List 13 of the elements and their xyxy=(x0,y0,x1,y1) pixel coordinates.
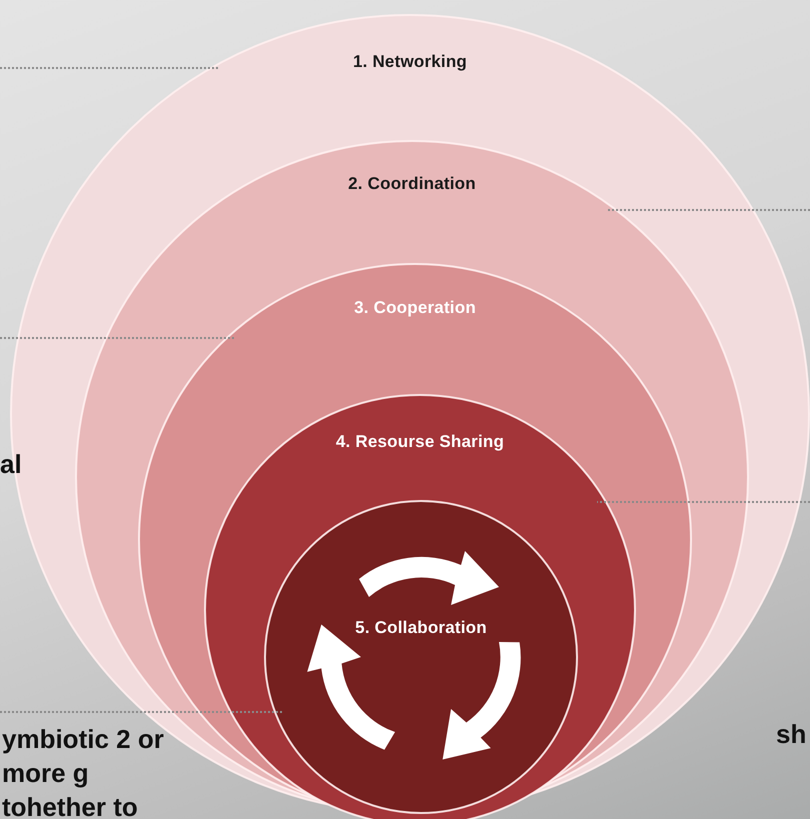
ring-title: 2. Coordination xyxy=(348,174,476,193)
side-text: ymbiotic 2 or more g tohether to xyxy=(2,723,165,819)
leader-line xyxy=(0,711,284,713)
leader-line xyxy=(0,67,220,69)
side-text: al xyxy=(0,448,22,481)
ring-title: 4. Resourse Sharing xyxy=(336,432,504,451)
side-text: sh xyxy=(776,718,806,751)
ring-title: 5. Collaboration xyxy=(355,618,487,637)
leader-line xyxy=(0,337,236,339)
ring-title: 1. Networking xyxy=(352,52,468,71)
leader-line xyxy=(608,209,810,211)
ring-title: 3. Cooperation xyxy=(354,298,476,317)
leader-line xyxy=(597,501,810,503)
